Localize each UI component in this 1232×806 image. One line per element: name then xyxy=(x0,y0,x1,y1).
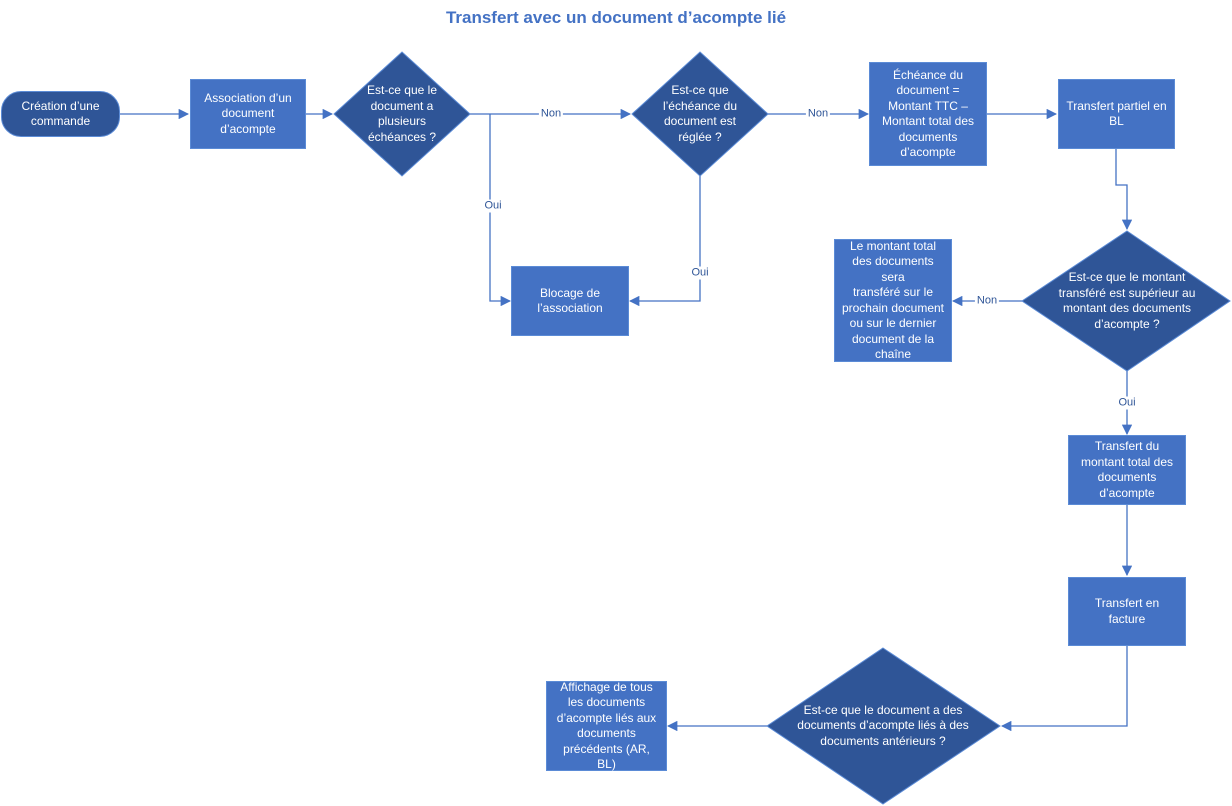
edge-label-oui-q3: Oui xyxy=(1116,396,1138,410)
edge-label-non-q1: Non xyxy=(538,107,564,121)
edge-q1-oui-to-blocage xyxy=(489,114,512,307)
decision-text-montant-superieur: Est-ce que le montant transféré est supé… xyxy=(1058,270,1196,331)
process-blocage-association: Blocage de l’association xyxy=(511,266,629,336)
process-echeance-calcul: Échéance du document = Montant TTC – Mon… xyxy=(869,62,987,166)
decision-diamond-documents-anterieurs xyxy=(766,647,1001,805)
process-affichage-documents: Affichage de tous les documents d’acompt… xyxy=(546,680,667,771)
start-node-creation-commande: Création d’une commande xyxy=(1,91,120,137)
edge-q2-oui-to-blocage xyxy=(628,176,701,307)
edge-label-non-q3: Non xyxy=(974,294,1000,308)
process-transfert-montant-total: Transfert du montant total des documents… xyxy=(1068,435,1186,505)
process-montant-reporte: Le montant total des documents sera tran… xyxy=(834,239,952,362)
decision-text-echeance-reglee: Est-ce que l’échéance du document est ré… xyxy=(662,83,738,144)
process-transfert-facture: Transfert en facture xyxy=(1068,577,1186,646)
decision-text-documents-anterieurs: Est-ce que le document a des documents d… xyxy=(797,702,969,748)
decision-text-plusieurs-echeances: Est-ce que le document a plusieurs échéa… xyxy=(366,83,438,144)
decision-diamond-plusieurs-echeances xyxy=(333,51,471,177)
diagram-title: Transfert avec un document d’acompte lié xyxy=(445,8,787,27)
process-association-acompte: Association d’un document d’acompte xyxy=(190,79,306,149)
edge-transfert-partiel-to-q3 xyxy=(1115,149,1133,231)
edge-label-non-q2: Non xyxy=(805,107,831,121)
edge-label-oui-q1: Oui xyxy=(482,199,504,213)
edge-label-oui-q2: Oui xyxy=(689,266,711,280)
process-transfert-partiel-bl: Transfert partiel en BL xyxy=(1058,79,1175,149)
edge-facture-to-q4 xyxy=(1000,646,1128,732)
